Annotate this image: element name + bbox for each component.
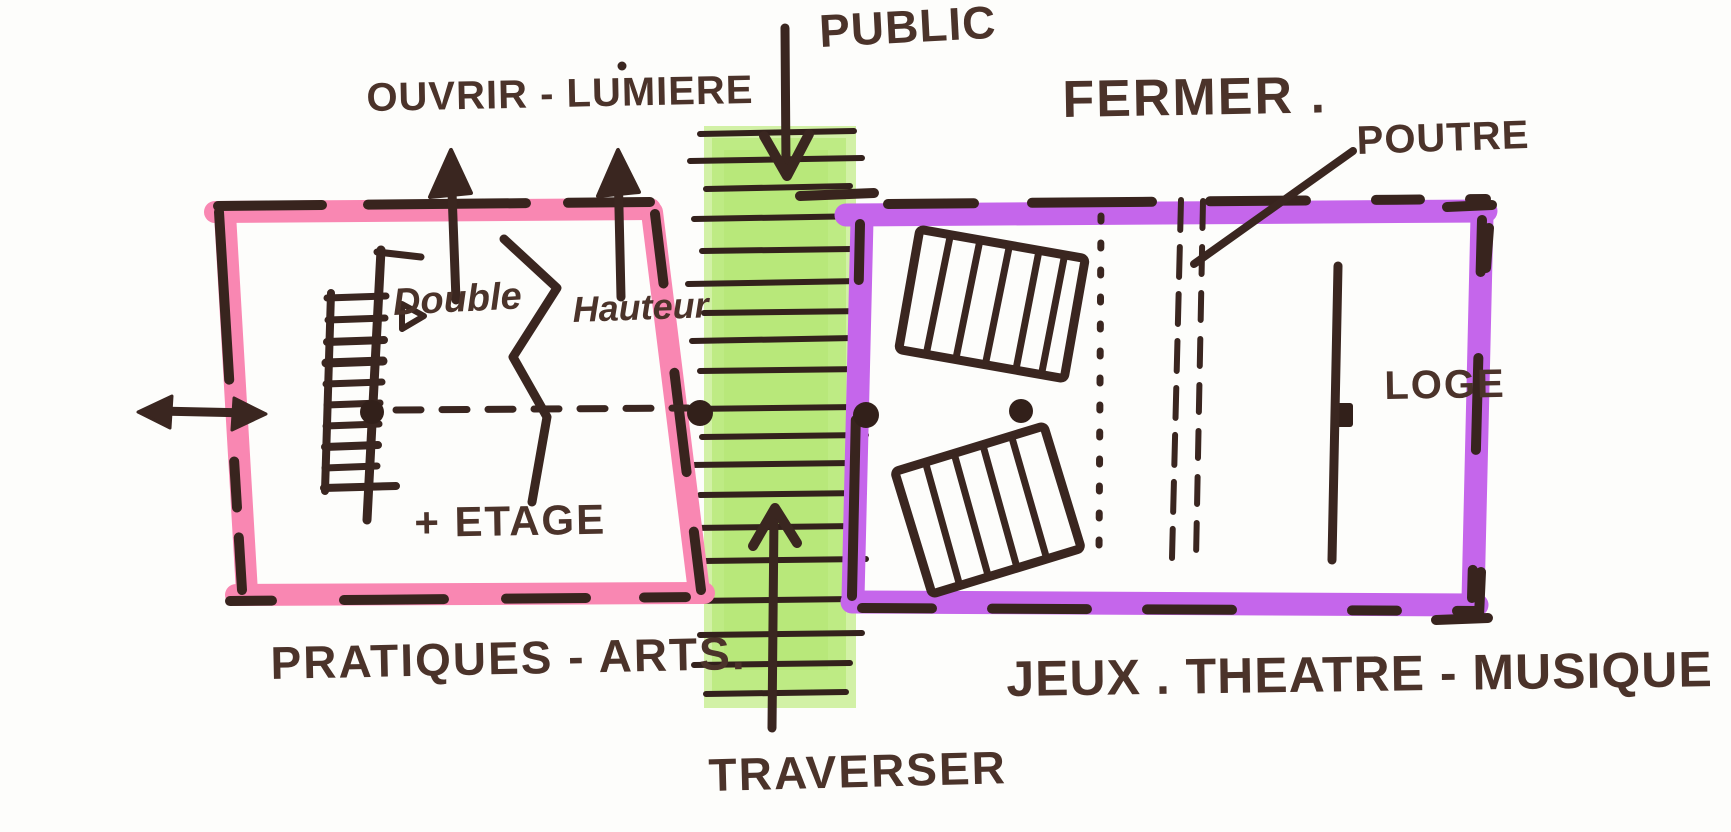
label-loge: LOGE bbox=[1383, 361, 1507, 408]
label-hauteur: Hauteur bbox=[571, 284, 710, 330]
hatched-panel-1 bbox=[894, 225, 1090, 383]
stray-pen-dot bbox=[617, 61, 627, 71]
label-public: PUBLIC bbox=[817, 0, 998, 57]
expand-double-arrow bbox=[136, 394, 268, 432]
small-triangle-marker bbox=[399, 301, 427, 332]
loge-wall bbox=[1327, 261, 1343, 565]
poutre-pointer-line bbox=[1190, 147, 1357, 268]
zigzag-bracket bbox=[499, 234, 562, 507]
open-light-arrows-up bbox=[428, 148, 641, 305]
label-plus-etage: + ETAGE bbox=[413, 495, 607, 546]
public-arrow-down bbox=[759, 23, 814, 181]
stair-ladder bbox=[320, 245, 425, 525]
crossing-passage-strip bbox=[704, 126, 856, 708]
label-traverser: TRAVERSER bbox=[707, 741, 1008, 801]
label-fermer: FERMER . bbox=[1061, 66, 1328, 129]
door-markers bbox=[360, 399, 1353, 428]
traverse-arrow-up bbox=[748, 503, 802, 733]
label-pratiques-arts: PRATIQUES - ARTS. bbox=[269, 627, 748, 689]
poutre-beam-dashed-lines bbox=[1169, 197, 1206, 562]
dotted-partition-line bbox=[1095, 212, 1105, 558]
purple-room-wall-dashes bbox=[795, 188, 1497, 625]
label-double: Double bbox=[391, 275, 523, 324]
label-poutre: POUTRE bbox=[1355, 112, 1531, 163]
label-ouvrir-lumiere: OUVRIR - LUMIERE bbox=[365, 67, 754, 120]
hatched-panel-2 bbox=[891, 422, 1085, 598]
pink-room-wall-dashes bbox=[213, 197, 706, 606]
label-jeux-theatre-musique: JEUX . THEATRE - MUSIQUE bbox=[1005, 641, 1714, 707]
